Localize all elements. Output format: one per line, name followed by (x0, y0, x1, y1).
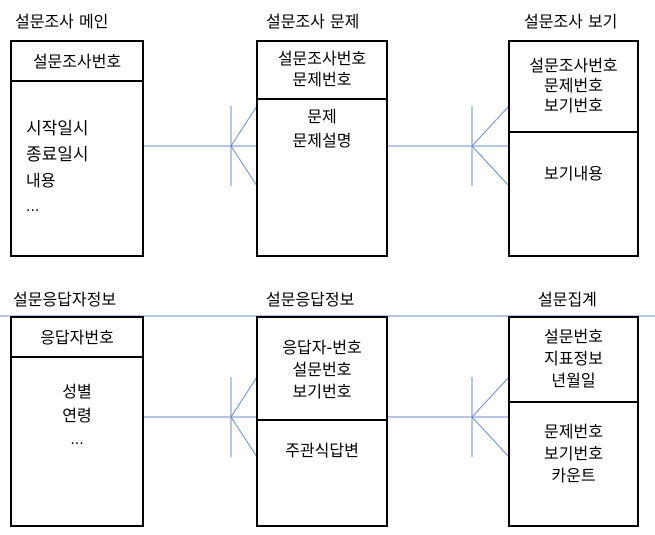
attr-field: 시작일시 (26, 119, 89, 139)
entity-attr-section: 보기내용 (510, 163, 637, 184)
entity-survey-question: 설문조사번호 문제번호 문제 문제설명 (256, 40, 388, 257)
attr-field: 성별 (62, 382, 92, 401)
key-field: 설문조사번호 (32, 52, 122, 71)
entity-attr-section: 시작일시 종료일시 내용 ... (12, 116, 142, 220)
attr-field: 카운트 (551, 466, 596, 485)
entity-title-aggregate: 설문집계 (538, 290, 597, 309)
key-field: 설문조사번호 (277, 49, 367, 68)
attr-field: 내용 (26, 171, 56, 190)
relationship-response-to-aggregate (387, 376, 510, 458)
relationship-main-to-question (143, 105, 258, 187)
entity-attr-section: 문제번호 보기번호 카운트 (510, 421, 637, 487)
key-field: 설문번호 (544, 327, 603, 346)
key-field: 응답자번호 (40, 328, 114, 347)
entity-key-section: 설문번호 지표정보 년월일 (510, 318, 637, 403)
entity-response: 응답자-번호 설문번호 보기번호 주관식답변 (256, 316, 388, 527)
relationship-respondent-to-response (143, 376, 258, 458)
attr-field: 문제번호 (544, 422, 603, 441)
attr-field: 연령 (62, 406, 92, 425)
key-field: 년월일 (551, 371, 596, 390)
entity-title-response: 설문응답정보 (266, 290, 355, 309)
key-field: 지표정보 (544, 349, 603, 368)
key-field: 문제번호 (544, 76, 603, 95)
entity-attr-section: 성별 연령 ... (12, 380, 142, 452)
entity-title-survey-main: 설문조사 메인 (15, 12, 109, 31)
attr-field: 주관식답변 (285, 441, 359, 460)
entity-title-respondent: 설문응답자정보 (13, 290, 117, 309)
entity-attr-section: 문제 문제설명 (258, 105, 386, 153)
attr-field: 보기번호 (544, 444, 603, 463)
key-field: 설문번호 (292, 360, 352, 379)
entity-aggregate: 설문번호 지표정보 년월일 문제번호 보기번호 카운트 (508, 316, 639, 527)
entity-key-section: 설문조사번호 문제번호 보기번호 (510, 42, 637, 133)
attr-field: 종료일시 (26, 145, 89, 165)
key-field: 보기번호 (292, 382, 352, 401)
attr-field: 문제설명 (292, 131, 352, 150)
key-field: 응답자-번호 (282, 338, 362, 357)
entity-survey-option: 설문조사번호 문제번호 보기번호 보기내용 (508, 40, 639, 257)
entity-key-section: 응답자-번호 설문번호 보기번호 (258, 318, 386, 421)
entity-key-section: 응답자번호 (12, 318, 142, 358)
entity-title-survey-question: 설문조사 문제 (266, 12, 360, 31)
key-field: 보기번호 (544, 96, 603, 115)
entity-title-survey-option: 설문조사 보기 (524, 12, 618, 31)
entity-survey-main: 설문조사번호 시작일시 종료일시 내용 ... (10, 40, 144, 257)
attr-field: ... (70, 432, 84, 448)
entity-key-section: 설문조사번호 문제번호 (258, 42, 386, 100)
attr-field: 보기내용 (544, 164, 603, 183)
key-field: 문제번호 (292, 70, 352, 89)
entity-attr-section: 주관식답변 (258, 440, 386, 461)
entity-key-section: 설문조사번호 (12, 42, 142, 82)
entity-respondent: 응답자번호 성별 연령 ... (10, 316, 144, 527)
key-field: 설문조사번호 (529, 56, 618, 75)
relationship-question-to-option (387, 105, 510, 187)
attr-field: ... (26, 199, 40, 215)
attr-field: 문제 (307, 107, 337, 126)
